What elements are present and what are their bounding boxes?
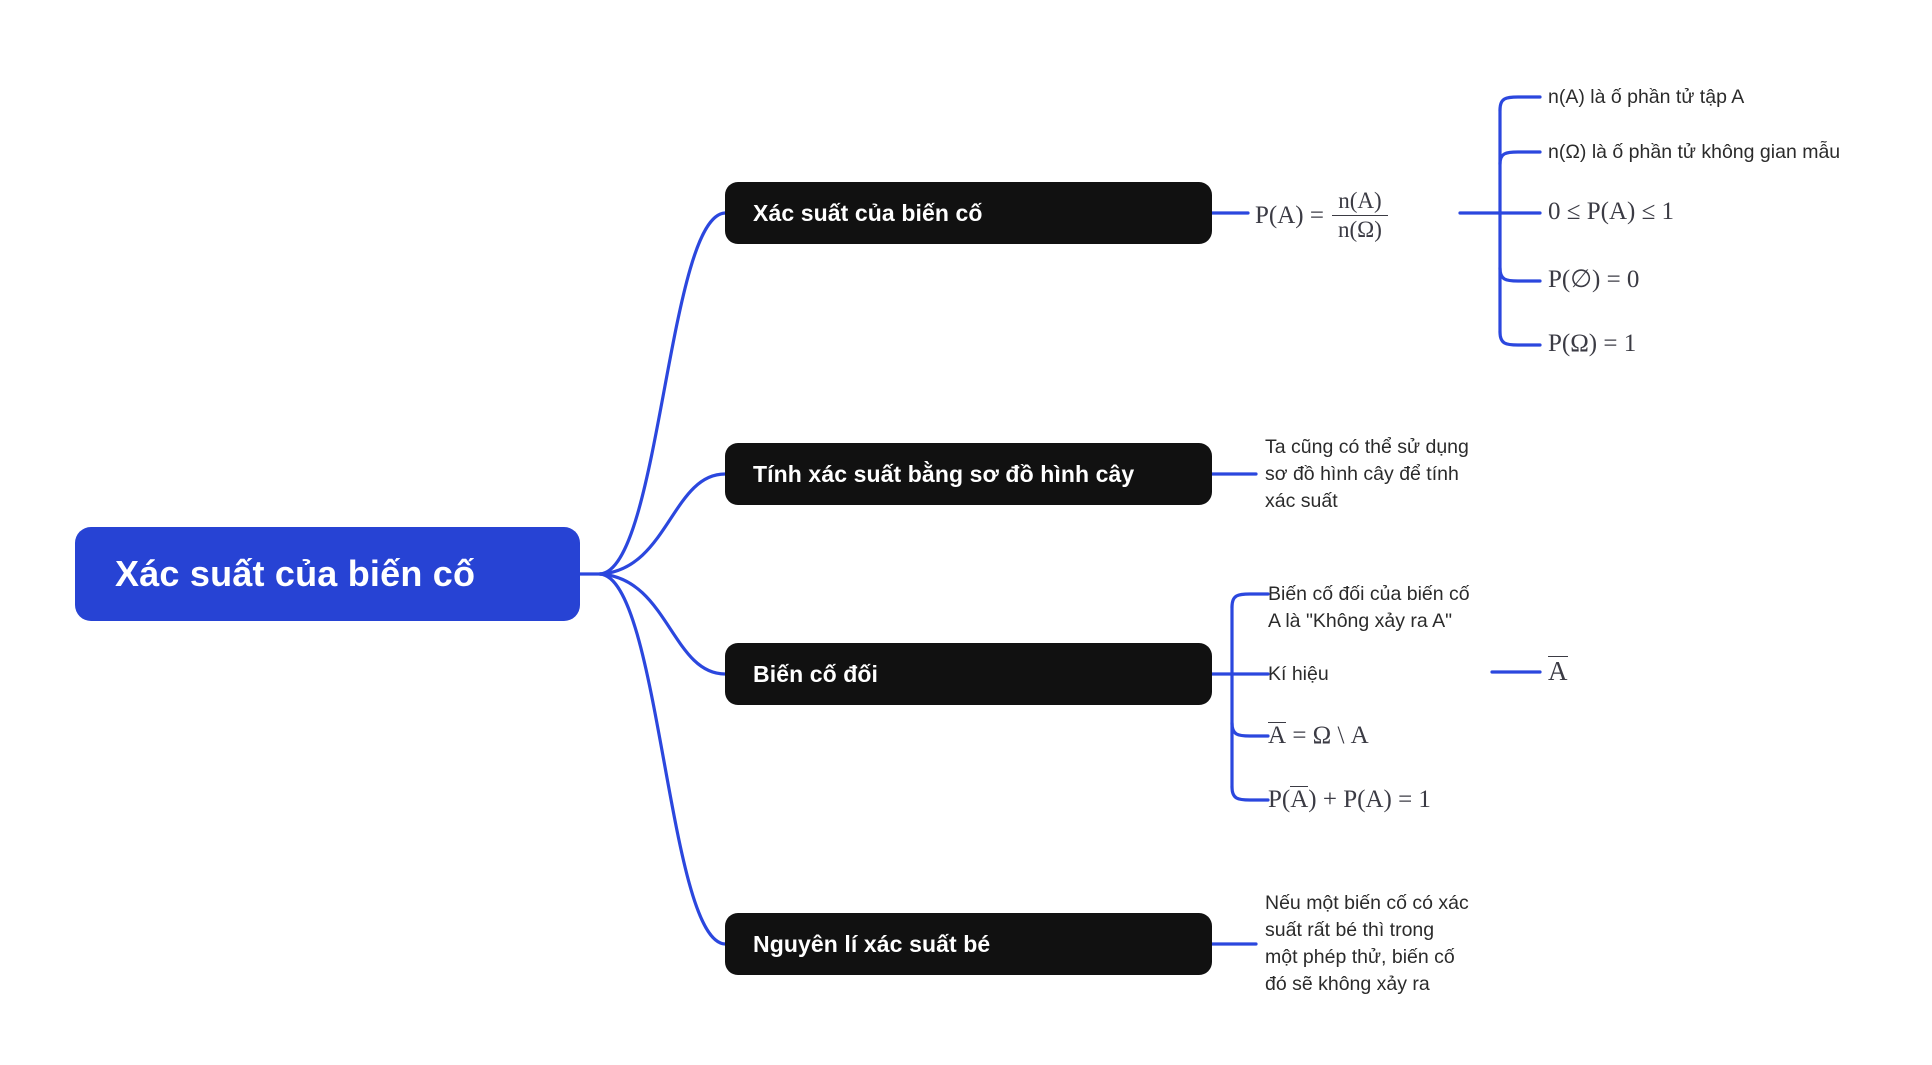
bracket1-elbow-5 (1498, 330, 1542, 347)
formula-fraction: n(A) n(Ω) (1331, 188, 1388, 243)
link-root-branch-2 (598, 472, 727, 576)
root-node[interactable]: Xác suất của biến cố (75, 527, 580, 621)
leaf-small-probability-principle: Nếu một biến cố có xác suất rất bé thì t… (1265, 892, 1469, 995)
bracket1-elbow-1 (1498, 95, 1542, 112)
leaf-tree-diagram-note: Ta cũng có thể sử dụng sơ đồ hình cây để… (1265, 436, 1469, 512)
leaf-complement-definition: Biến cố đối của biến cố A là "Không xảy … (1268, 583, 1470, 632)
branch-node-xac-suat-cua-bien-co[interactable]: Xác suất của biến cố (725, 182, 1212, 244)
bracket1-elbow-4 (1498, 266, 1542, 283)
a-bar-glyph: A (1548, 656, 1568, 686)
a-bar-glyph: A (1290, 786, 1309, 813)
bracket1-elbow-2 (1498, 150, 1542, 166)
leaf-probability-omega: P(Ω) = 1 (1548, 330, 1637, 357)
leaf-notation-label: Kí hiệu (1268, 663, 1329, 685)
branch-node-label: Biến cố đối (753, 660, 879, 687)
formula-probability: P(A) = n(A) n(Ω) (1255, 188, 1388, 243)
sum-formula-part-1: P( (1268, 786, 1291, 813)
link-root-branch-3 (598, 572, 727, 676)
bracket3-elbow-4 (1230, 785, 1270, 802)
branch-node-nguyen-li-xac-suat-be[interactable]: Nguyên lí xác suất bé (725, 913, 1212, 975)
leaf-probability-range: 0 ≤ P(A) ≤ 1 (1548, 198, 1675, 225)
root-node-label: Xác suất của biến cố (115, 553, 476, 594)
complement-set-rest: = Ω \ A (1286, 722, 1369, 749)
formula-lhs: P(A) = (1255, 201, 1324, 229)
leaf-n-a-definition: n(A) là ố phần tử tập A (1548, 86, 1745, 108)
a-bar-glyph: A (1268, 722, 1287, 749)
leaf-complement-sum-formula: P(A) + P(A) = 1 (1268, 786, 1431, 815)
leaf-complement-set-formula: A = Ω \ A (1268, 722, 1369, 751)
branch-node-bien-co-doi[interactable]: Biến cố đối (725, 643, 1212, 705)
link-root-branch-1 (598, 211, 727, 576)
leaf-notation-symbol: A (1548, 656, 1568, 687)
branch-node-label: Tính xác suất bằng sơ đồ hình cây (753, 460, 1135, 487)
branch-node-label: Nguyên lí xác suất bé (753, 930, 991, 957)
branch-node-label: Xác suất của biến cố (753, 199, 983, 226)
sum-formula-part-2: ) + P(A) = 1 (1308, 786, 1431, 813)
bracket3-elbow-1 (1230, 592, 1270, 609)
branch-node-so-do-hinh-cay[interactable]: Tính xác suất bằng sơ đồ hình cây (725, 443, 1212, 505)
leaf-probability-empty-set: P(∅) = 0 (1548, 266, 1640, 293)
leaf-n-omega-definition: n(Ω) là ố phần tử không gian mẫu (1548, 141, 1841, 163)
bracket3-elbow-3 (1230, 721, 1270, 738)
formula-denominator: n(Ω) (1331, 215, 1388, 243)
link-root-branch-4 (598, 572, 727, 946)
formula-numerator: n(A) (1338, 188, 1382, 213)
